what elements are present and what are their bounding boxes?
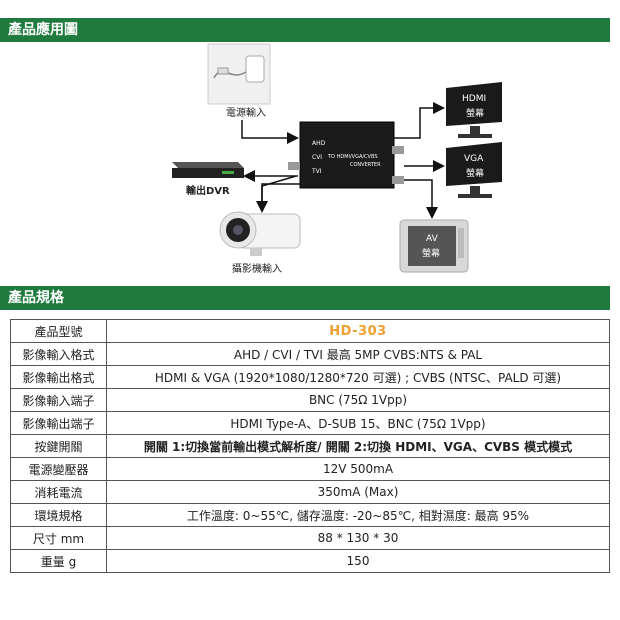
spec-value: 88 * 130 * 30 — [106, 526, 610, 550]
spec-key: 尺寸 mm — [10, 526, 107, 550]
table-row: 影像輸出端子 HDMI Type-A、D-SUB 15、BNC (75Ω 1Vp… — [10, 411, 610, 435]
table-row: 重量 g 150 — [10, 549, 610, 573]
spec-value-model: HD-303 — [106, 319, 610, 343]
av-screen-sublabel: 螢幕 — [422, 249, 441, 259]
spec-key: 重量 g — [10, 549, 107, 573]
table-row: 產品型號 HD-303 — [10, 319, 610, 343]
spec-value: 150 — [106, 549, 610, 573]
table-row: 尺寸 mm 88 * 130 * 30 — [10, 526, 610, 550]
spec-key: 產品型號 — [10, 319, 107, 343]
table-row: 消耗電流 350mA (Max) — [10, 480, 610, 504]
converter-title: TO HDMI/VGA/CVBS — [328, 154, 378, 160]
spec-key: 影像輸入格式 — [10, 342, 107, 366]
converter-subtitle: CONVERTER — [350, 162, 381, 168]
spec-key: 環境規格 — [10, 503, 107, 527]
spec-value: AHD / CVI / TVI 最高 5MP CVBS:NTS & PAL — [106, 342, 610, 366]
connection-diagram — [172, 43, 502, 273]
spec-key: 按鍵開關 — [10, 434, 107, 458]
application-diagram: 電源輸入 輸出DVR 攝影機輸入 AHD CVI TVI TO HDMI/VGA… — [0, 42, 620, 286]
av-screen-label: AV — [426, 234, 438, 244]
vga-screen-sublabel: 螢幕 — [466, 169, 485, 179]
application-section-header: 產品應用圖 — [0, 18, 610, 42]
spec-value: 開關 1:切換當前輸出模式解析度/ 開關 2:切換 HDMI、VGA、CVBS … — [106, 434, 610, 458]
av-tv-icon — [399, 219, 469, 273]
table-row: 影像輸入端子 BNC (75Ω 1Vpp) — [10, 388, 610, 412]
spec-key: 影像輸出格式 — [10, 365, 107, 389]
power-input-label: 電源輸入 — [226, 108, 266, 119]
spec-key: 影像輸入端子 — [10, 388, 107, 412]
vga-screen-label: VGA — [464, 154, 484, 164]
dvr-output-label: 輸出DVR — [186, 186, 230, 197]
spec-value: 工作溫度: 0~55℃, 儲存溫度: -20~85℃, 相對濕度: 最高 95% — [106, 503, 610, 527]
spec-table: 產品型號 HD-303 影像輸入格式 AHD / CVI / TVI 最高 5M… — [10, 319, 610, 573]
hdmi-screen-sublabel: 螢幕 — [466, 109, 485, 119]
table-row: 影像輸出格式 HDMI & VGA (1920*1080/1280*720 可選… — [10, 365, 610, 389]
converter-label-cvi: CVI — [312, 154, 323, 161]
spec-value: 350mA (Max) — [106, 480, 610, 504]
converter-label-tvi: TVI — [312, 168, 322, 175]
camera-input-label: 攝影機輸入 — [232, 264, 282, 275]
hdmi-screen-label: HDMI — [462, 94, 487, 104]
spec-value: BNC (75Ω 1Vpp) — [106, 388, 610, 412]
table-row: 按鍵開關 開關 1:切換當前輸出模式解析度/ 開關 2:切換 HDMI、VGA、… — [10, 434, 610, 458]
table-row: 電源變壓器 12V 500mA — [10, 457, 610, 481]
converter-box — [288, 121, 404, 189]
vga-monitor-icon — [446, 142, 502, 198]
spec-key: 電源變壓器 — [10, 457, 107, 481]
dvr-icon — [172, 162, 244, 178]
spec-key: 消耗電流 — [10, 480, 107, 504]
camera-icon — [219, 211, 301, 256]
spec-key: 影像輸出端子 — [10, 411, 107, 435]
spec-value: HDMI & VGA (1920*1080/1280*720 可選) ; CVB… — [106, 365, 610, 389]
connection-arrows — [241, 102, 445, 219]
power-adapter-icon — [207, 43, 271, 105]
table-row: 環境規格 工作溫度: 0~55℃, 儲存溫度: -20~85℃, 相對濕度: 最… — [10, 503, 610, 527]
table-row: 影像輸入格式 AHD / CVI / TVI 最高 5MP CVBS:NTS &… — [10, 342, 610, 366]
hdmi-monitor-icon — [446, 82, 502, 138]
spec-value: 12V 500mA — [106, 457, 610, 481]
spec-value: HDMI Type-A、D-SUB 15、BNC (75Ω 1Vpp) — [106, 411, 610, 435]
specs-section-header: 產品規格 — [0, 286, 610, 310]
converter-label-ahd: AHD — [312, 140, 326, 147]
